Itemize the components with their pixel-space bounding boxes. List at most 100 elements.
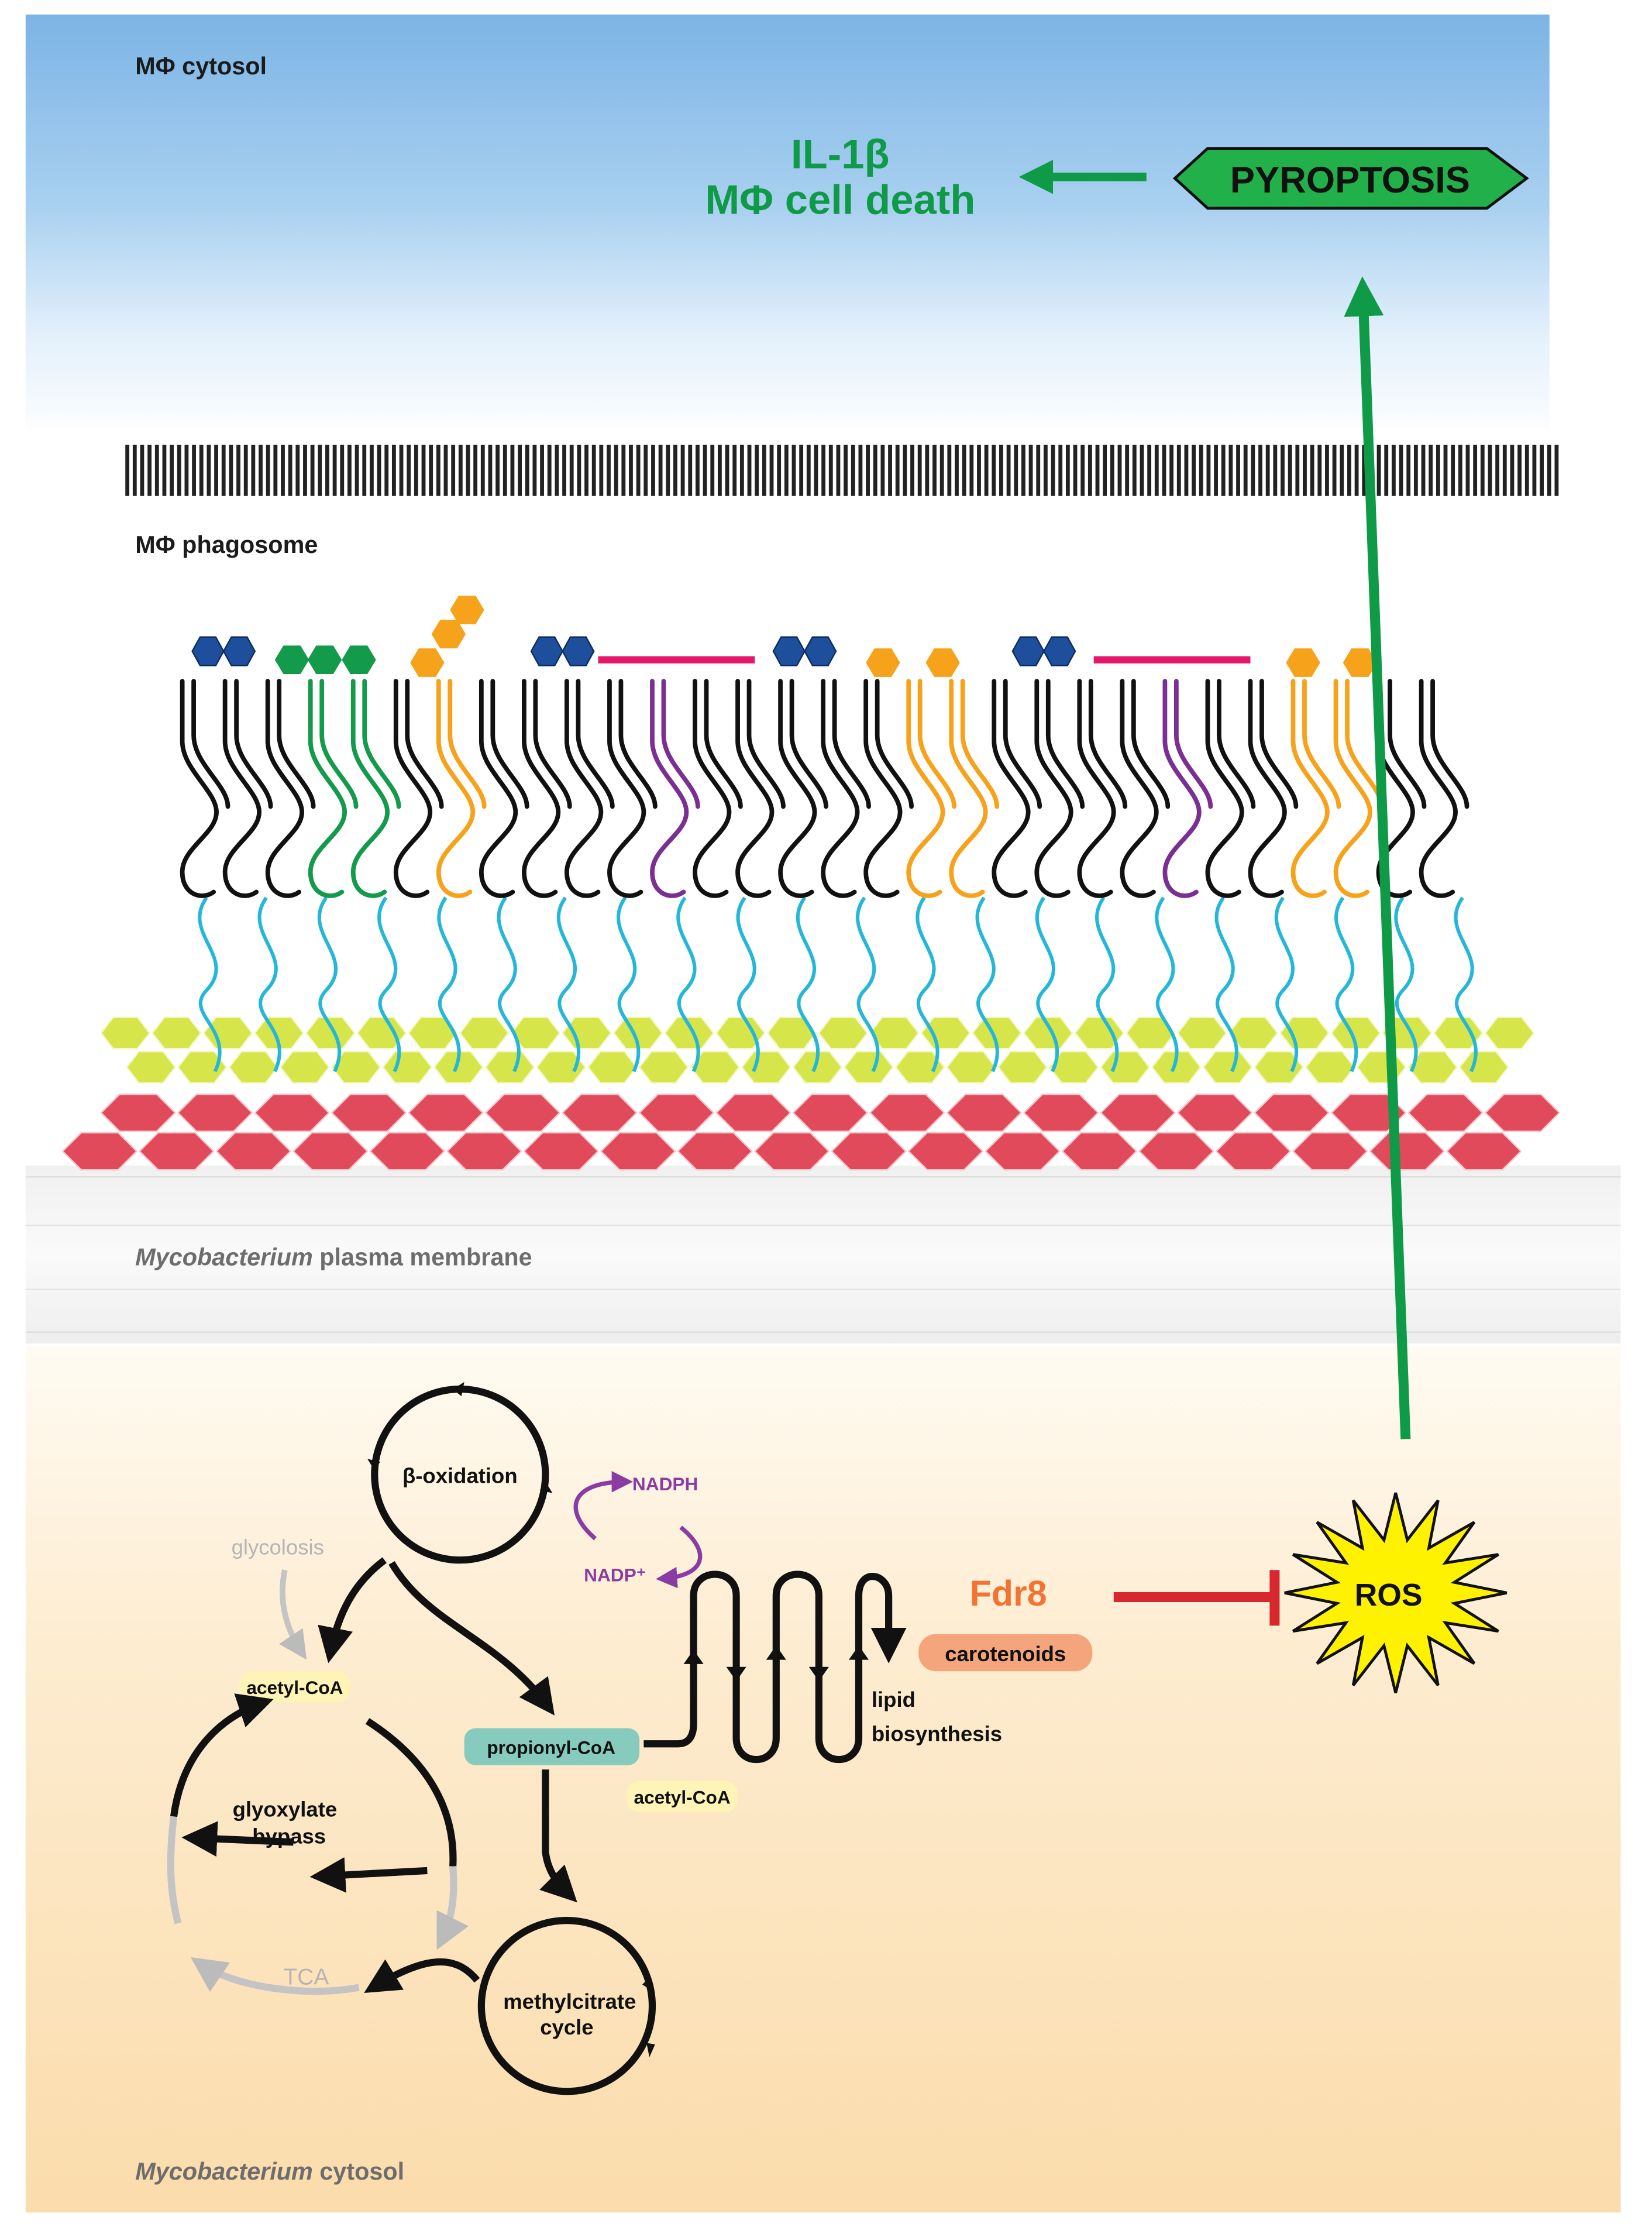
ros-to-pyroptosis-arrow	[1344, 276, 1411, 1439]
membrane-stripe	[629, 445, 633, 496]
membrane-stripe	[784, 445, 789, 496]
membrane-stripe	[636, 445, 641, 496]
glyoxylate-label-2: bypass	[252, 1824, 326, 1848]
membrane-stripe	[992, 445, 996, 496]
mycolic-acid-chain	[863, 679, 903, 898]
mycolic-acid-chain	[693, 679, 732, 898]
membrane-stripe	[1073, 445, 1078, 496]
membrane-stripe	[1228, 445, 1233, 496]
ros-label: ROS	[1355, 1578, 1423, 1613]
membrane-stripe	[873, 445, 877, 496]
metabolism-network: β-oxidation NADPH NADP⁺ glycolosis acety…	[167, 1381, 1002, 2095]
membrane-stripe	[1028, 445, 1033, 496]
linker-strand	[556, 896, 581, 1073]
peptidoglycan-hex	[1445, 1132, 1522, 1171]
linker-strand	[257, 896, 281, 1073]
membrane-stripe	[206, 445, 211, 496]
mycolic-acid-chain	[1333, 679, 1372, 898]
membrane-stripe	[977, 445, 981, 496]
lipid-head-hex	[410, 648, 445, 677]
carotenoids-label: carotenoids	[945, 1642, 1066, 1666]
bacterial-cytosol-region	[25, 1346, 1621, 2213]
membrane-stripe	[140, 445, 144, 496]
lipid-label-2: biosynthesis	[872, 1721, 1002, 1745]
membrane-stripe	[1021, 445, 1025, 496]
membrane-stripe	[666, 445, 670, 496]
mycolic-acid-chain	[1045, 679, 1085, 809]
peptidoglycan-hex	[177, 1093, 253, 1132]
arabinogalactan-hex	[1126, 1016, 1176, 1050]
arabinogalactan-hex	[844, 1050, 894, 1084]
membrane-stripe	[1413, 445, 1418, 496]
membrane-stripe	[851, 445, 855, 496]
mycolic-acid-chain	[222, 679, 261, 898]
arabinogalactan-hex	[202, 1016, 253, 1050]
mycolic-acid-layer	[180, 596, 1469, 898]
macrophage-phagosome-label: MΦ phagosome	[135, 531, 318, 558]
membrane-stripe	[1547, 445, 1551, 496]
sugar-hex	[191, 636, 225, 666]
arabinogalactan-hex	[100, 1016, 151, 1050]
cell-death-label: MΦ cell death	[705, 177, 975, 223]
membrane-stripe	[955, 445, 959, 496]
arabinogalactan-hex	[459, 1016, 510, 1050]
mycolic-acid-chain	[490, 679, 529, 809]
arabinogalactan-hex	[1279, 1016, 1330, 1050]
mycolic-acid-chain	[436, 679, 476, 898]
membrane-stripe	[355, 445, 359, 496]
mycolic-acid-chain	[1034, 679, 1073, 898]
membrane-stripe	[1443, 445, 1448, 496]
membrane-stripe	[614, 445, 618, 496]
peptidoglycan-hex	[831, 1132, 907, 1171]
mycolic-acid-chain	[1173, 679, 1213, 809]
linker-strand	[497, 896, 521, 1073]
membrane-stripe	[1132, 445, 1137, 496]
arabinogalactan-hex	[1254, 1050, 1305, 1084]
peptidoglycan-hex	[1254, 1093, 1330, 1132]
arabinogalactan-hex	[920, 1016, 971, 1050]
membrane-stripe	[607, 445, 611, 496]
peptidoglycan-hex	[638, 1093, 715, 1132]
linker-strand	[377, 896, 401, 1073]
membrane-stripe	[1184, 445, 1189, 496]
membrane-stripe	[717, 445, 722, 496]
membrane-stripe	[147, 445, 152, 496]
lipid-head-hex	[1286, 648, 1320, 677]
membrane-stripe	[369, 445, 374, 496]
membrane-stripe	[421, 445, 426, 496]
mycolic-acid-chain	[821, 679, 860, 898]
membrane-stripe	[503, 445, 507, 496]
carotenoids-box	[918, 1634, 1093, 1672]
membrane-stripe	[828, 445, 833, 496]
linker-strand	[736, 896, 760, 1073]
mycolic-acid-chain	[778, 679, 817, 898]
membrane-stripe	[1340, 445, 1344, 496]
membrane-stripe	[1288, 445, 1292, 496]
il1b-label: IL-1β	[791, 131, 890, 177]
sugar-hex	[804, 636, 837, 666]
mycolic-acid-chain	[1248, 679, 1287, 898]
mycolic-acid-chain	[992, 679, 1031, 898]
membrane-stripe	[1406, 445, 1411, 496]
arabinogalactan-hex	[997, 1050, 1048, 1084]
mycolic-acid-chain	[960, 679, 1000, 809]
membrane-stripe	[236, 445, 240, 496]
peptidoglycan-hex	[869, 1093, 945, 1132]
membrane-stripe	[1014, 445, 1018, 496]
membrane-stripe	[658, 445, 663, 496]
mycolic-acid-chain	[362, 679, 401, 809]
membrane-stripe	[229, 445, 233, 496]
membrane-stripe	[170, 445, 174, 496]
membrane-stripe	[1206, 445, 1211, 496]
membrane-stripe	[1295, 445, 1300, 496]
arabinogalactan-hex	[562, 1016, 612, 1050]
membrane-stripe	[1214, 445, 1218, 496]
peptidoglycan-hex	[715, 1093, 791, 1132]
phagosome-membrane	[125, 445, 1559, 496]
membrane-stripe	[903, 445, 907, 496]
membrane-stripe	[962, 445, 966, 496]
propionyl-coa-box	[464, 1728, 640, 1765]
membrane-stripe	[1399, 445, 1403, 496]
membrane-stripe	[591, 445, 596, 496]
membrane-stripe	[932, 445, 937, 496]
